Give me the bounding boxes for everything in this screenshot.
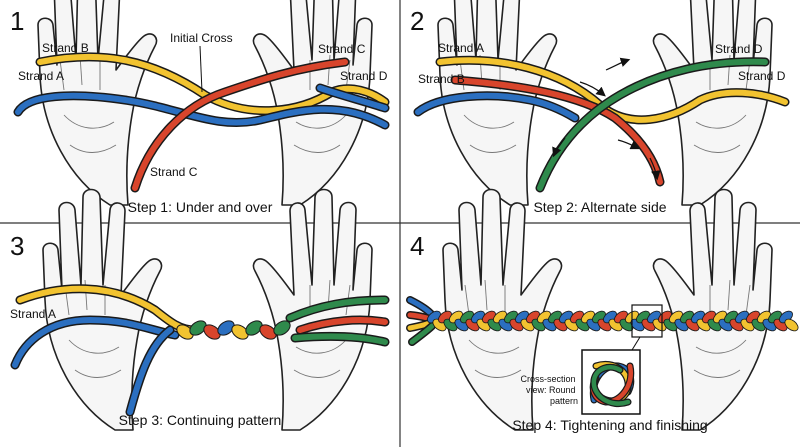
- strand-b-line: [37, 53, 388, 114]
- strand-a-line: [15, 92, 388, 128]
- strand-blue-hanging-line: [127, 327, 173, 415]
- direction-arrows: [552, 57, 661, 181]
- zoom-leader: [631, 336, 641, 351]
- label-strand-a: Strand A: [438, 41, 484, 55]
- strand-red-line: [297, 317, 388, 333]
- cross-section-inset: [581, 349, 641, 415]
- caption: Step 3: Continuing pattern: [119, 412, 282, 428]
- zoom-box: [631, 304, 663, 338]
- caption: Step 2: Alternate side: [533, 199, 666, 215]
- step-number: 4: [410, 231, 424, 261]
- panel-4: Cross-section view: Round pattern 4 Step…: [406, 188, 799, 433]
- left-hand: [42, 188, 163, 431]
- strand-yellow-line: [437, 57, 788, 123]
- label-strand-b: Strand B: [42, 41, 89, 55]
- label-strand-b: Strand B: [418, 72, 465, 86]
- step-number: 2: [410, 6, 424, 36]
- label-strand-c-bottom: Strand C: [150, 165, 198, 179]
- strand-blue-line: [12, 316, 178, 368]
- label-strand-c-top: Strand C: [318, 42, 366, 56]
- right-hand: [653, 0, 772, 205]
- right-hand: [653, 190, 772, 431]
- panel-2: 2 Strand A Strand B Strand D Strand D St…: [410, 0, 790, 215]
- label-strand-d-top: Strand D: [715, 42, 763, 56]
- strand-c-line: [132, 59, 348, 191]
- braid-segment-lower: [784, 318, 799, 332]
- braid-segment: [176, 320, 291, 340]
- strand-blue-line: [415, 92, 578, 121]
- strand-green-lower-line: [292, 333, 388, 345]
- inset-strand-green: [591, 365, 631, 406]
- inset-label-line-3: pattern: [550, 396, 578, 406]
- strand-green-upper-line: [287, 297, 388, 321]
- strands: [13, 52, 390, 193]
- initial-cross-leader: [199, 45, 203, 93]
- caption: Step 1: Under and over: [128, 199, 273, 215]
- label-initial-cross: Initial Cross: [170, 31, 233, 45]
- label-strand-a: Strand A: [10, 307, 56, 321]
- strand-d-line: [317, 85, 388, 111]
- finished-braid: [427, 310, 799, 332]
- inset-label-line-2: view: Round: [526, 385, 576, 395]
- caption: Step 4: Tightening and finishing: [512, 417, 707, 433]
- label-strand-d: Strand D: [340, 69, 388, 83]
- step-number: 1: [10, 6, 24, 36]
- inset-label: Cross-section view: Round pattern: [520, 374, 578, 406]
- inset-label-line-1: Cross-section: [520, 374, 575, 384]
- panel-3: 3 Strand A Step 3: Continuing pattern: [10, 188, 390, 431]
- panel-1: 1 Initial Cross Strand B Strand A Strand…: [10, 0, 390, 215]
- label-strand-a: Strand A: [18, 69, 64, 83]
- label-strand-d-right: Strand D: [738, 69, 786, 83]
- step-number: 3: [10, 231, 24, 261]
